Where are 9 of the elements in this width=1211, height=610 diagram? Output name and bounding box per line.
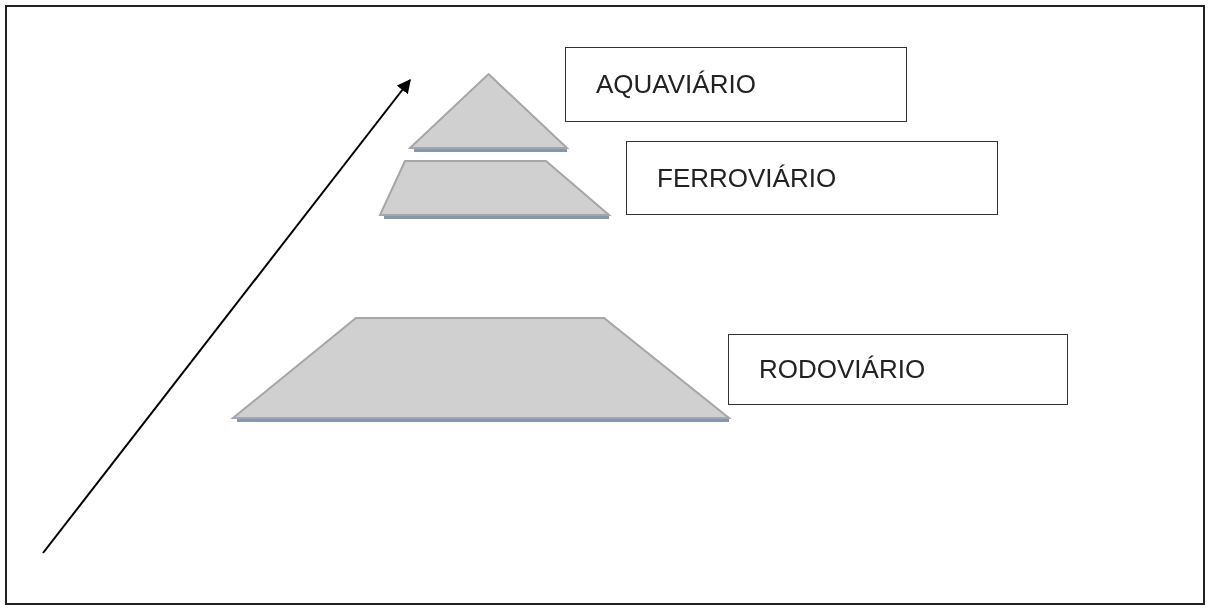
mode-label: AQUAVIÁRIO <box>596 69 756 100</box>
label-box <box>728 334 1068 405</box>
mode-label: RODOVIÁRIO <box>759 354 926 385</box>
label-box <box>565 47 907 122</box>
label-box <box>626 141 998 215</box>
pyramid-tier <box>380 161 609 219</box>
pyramid-tier <box>410 74 567 152</box>
mode-label: FERROVIÁRIO <box>657 162 837 194</box>
pyramid-tier <box>233 318 729 422</box>
